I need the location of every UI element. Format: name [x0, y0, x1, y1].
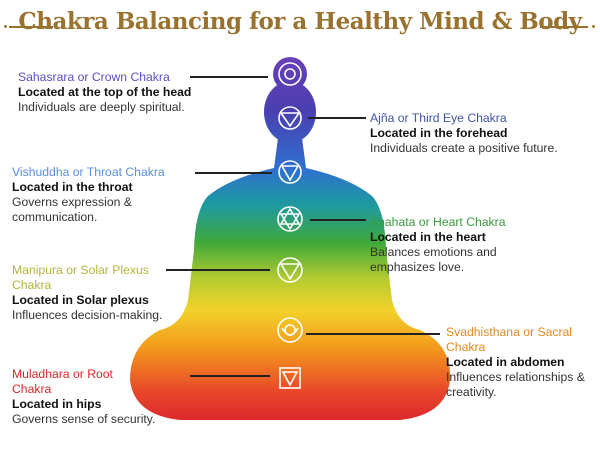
third-eye-chakra-icon: [278, 106, 302, 130]
third-eye-chakra-label: Ajña or Third Eye Chakra Located in the …: [370, 111, 590, 156]
heart-chakra-icon: [277, 206, 303, 232]
sacral-chakra-icon: [277, 317, 303, 343]
chakra-location: Located in the heart: [370, 230, 486, 244]
chakra-description: Balances emotions and emphasizes love.: [370, 245, 497, 274]
page-title: Chakra Balancing for a Healthy Mind & Bo…: [18, 8, 582, 35]
chakra-name: Svadhisthana or Sacral Chakra: [446, 325, 573, 354]
solar-plexus-chakra-label: Manipura or Solar Plexus Chakra Located …: [12, 263, 187, 323]
chakra-name: Vishuddha or Throat Chakra: [12, 165, 165, 179]
chakra-name: Muladhara or Root Chakra: [12, 367, 113, 396]
title-rule-right: [540, 26, 588, 28]
chakra-location: Located at the top of the head: [18, 85, 192, 99]
chakra-location: Located in Solar plexus: [12, 293, 149, 307]
chakra-description: Individuals create a positive future.: [370, 141, 558, 155]
title-ornament-dot: [592, 25, 595, 28]
chakra-description: Influences relationships & creativity.: [446, 370, 585, 399]
chakra-location: Located in abdomen: [446, 355, 565, 369]
crown-chakra-icon: [278, 62, 302, 86]
chakra-description: Influences decision-making.: [12, 308, 163, 322]
chakra-location: Located in hips: [12, 397, 102, 411]
root-chakra-label: Muladhara or Root Chakra Located in hips…: [12, 367, 177, 427]
heart-chakra-label: Anahata or Heart Chakra Located in the h…: [370, 215, 530, 275]
title-rule-left: [9, 26, 53, 28]
root-chakra-icon: [279, 367, 301, 389]
solar-plexus-chakra-icon: [277, 257, 303, 283]
chakra-description: Individuals are deeply spiritual.: [18, 100, 185, 114]
chakra-description: Governs expression & communication.: [12, 195, 132, 224]
chakra-description: Governs sense of security.: [12, 412, 156, 426]
chakra-location: Located in the throat: [12, 180, 133, 194]
chakra-location: Located in the forehead: [370, 126, 508, 140]
throat-chakra-icon: [278, 160, 302, 184]
chakra-name: Sahasrara or Crown Chakra: [18, 70, 170, 84]
chakra-name: Ajña or Third Eye Chakra: [370, 111, 507, 125]
title-ornament-dot: [4, 25, 7, 28]
sacral-chakra-label: Svadhisthana or Sacral Chakra Located in…: [446, 325, 586, 400]
throat-chakra-label: Vishuddha or Throat Chakra Located in th…: [12, 165, 165, 225]
chakra-name: Manipura or Solar Plexus Chakra: [12, 263, 149, 292]
chakra-name: Anahata or Heart Chakra: [370, 215, 506, 229]
crown-chakra-label: Sahasrara or Crown Chakra Located at the…: [18, 70, 191, 115]
